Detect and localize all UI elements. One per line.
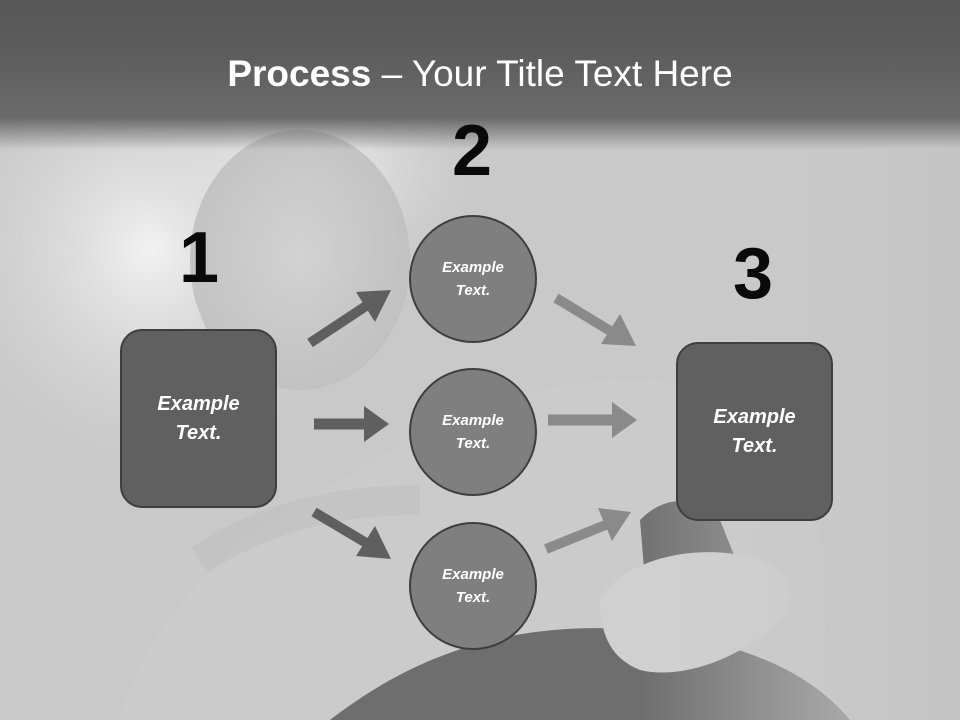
arrow-center-to-right	[548, 402, 637, 438]
arrow-top-to-right	[553, 293, 636, 346]
title-bar	[0, 0, 960, 150]
middle-circle-top-label: Example Text.	[442, 259, 504, 299]
slide-title: Process – Your Title Text Here	[0, 48, 960, 100]
step-3-box: Example Text.	[676, 342, 833, 521]
middle-circle-bottom: Example Text.	[409, 522, 537, 650]
step-1-label: Example Text.	[157, 392, 240, 444]
step-3-label: Example Text.	[713, 405, 796, 457]
title-bold: Process	[227, 53, 372, 94]
step-number-2: 2	[451, 111, 493, 191]
middle-circle-top: Example Text.	[409, 215, 537, 343]
arrow-left-to-top	[307, 290, 391, 348]
step-number-1: 1	[178, 218, 220, 298]
middle-circle-center-label: Example Text.	[442, 412, 504, 452]
middle-circle-bottom-label: Example Text.	[442, 566, 504, 606]
step-1-box: Example Text.	[120, 329, 277, 508]
arrow-left-to-bottom	[311, 507, 391, 559]
arrow-bottom-to-right	[544, 508, 631, 554]
title-rest: – Your Title Text Here	[371, 53, 733, 94]
arrow-left-to-center	[314, 406, 389, 442]
step-number-3: 3	[732, 234, 774, 314]
middle-circle-center: Example Text.	[409, 368, 537, 496]
